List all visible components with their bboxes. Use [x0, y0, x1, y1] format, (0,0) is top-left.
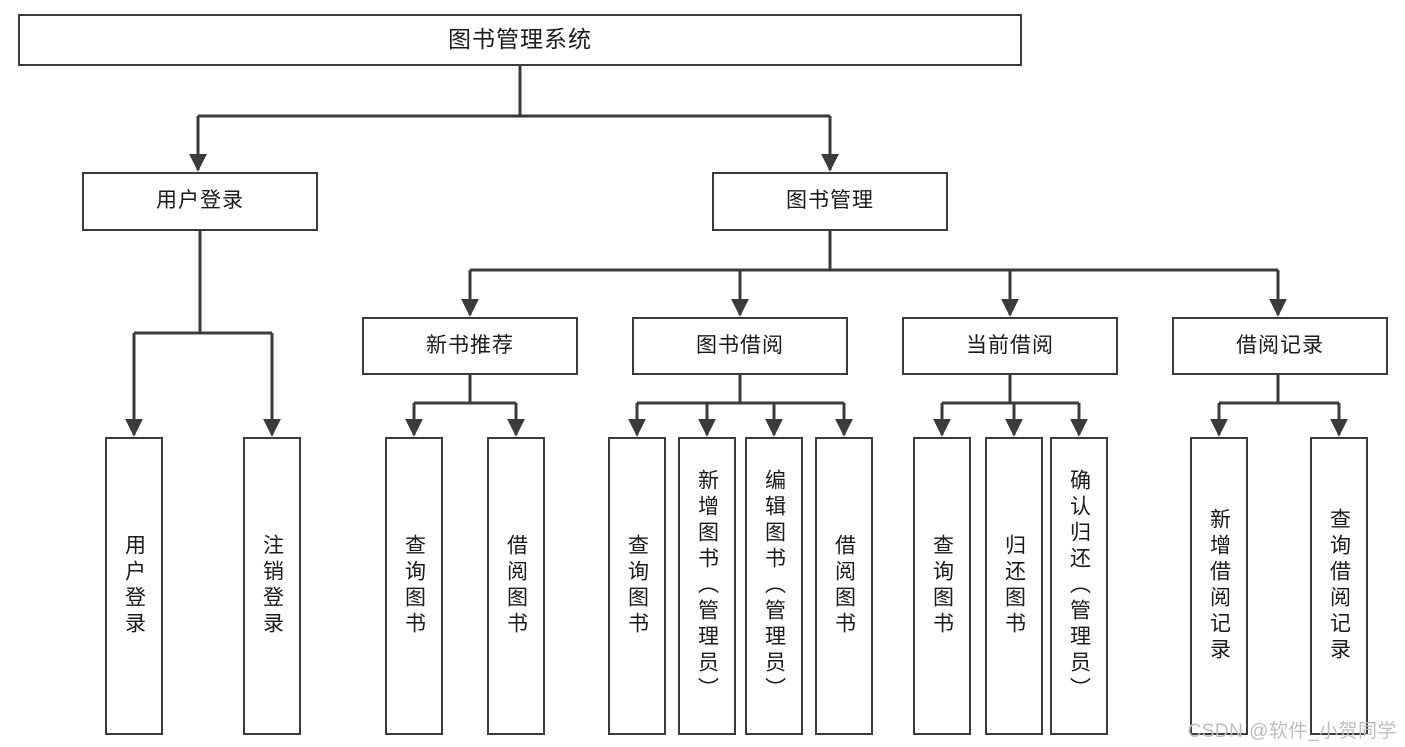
- node-borrow-records-label: 借阅记录: [1236, 333, 1324, 357]
- node-root-label: 图书管理系统: [448, 26, 592, 53]
- leaf-borrow-edit-book-admin-label: 编辑图书（管理员）: [762, 469, 786, 703]
- leaf-records-query-record[interactable]: 查询借阅记录: [1310, 437, 1368, 735]
- node-book-borrow-label: 图书借阅: [696, 333, 784, 357]
- leaf-current-confirm-return-admin-label: 确认归还（管理员）: [1067, 469, 1091, 703]
- leaf-current-confirm-return-admin[interactable]: 确认归还（管理员）: [1050, 437, 1108, 735]
- leaf-borrow-query-book-label: 查询图书: [625, 534, 649, 638]
- leaf-borrow-edit-book-admin[interactable]: 编辑图书（管理员）: [745, 437, 803, 735]
- leaf-newbook-borrow-book-label: 借阅图书: [504, 534, 528, 638]
- leaf-user-login[interactable]: 用户登录: [105, 437, 163, 735]
- leaf-user-logout[interactable]: 注销登录: [243, 437, 301, 735]
- node-book-management-label: 图书管理: [786, 189, 874, 213]
- node-user-login[interactable]: 用户登录: [82, 172, 318, 231]
- node-book-management[interactable]: 图书管理: [712, 172, 948, 231]
- node-current-borrow[interactable]: 当前借阅: [902, 317, 1118, 375]
- leaf-current-query-book[interactable]: 查询图书: [913, 437, 971, 735]
- leaf-user-login-label: 用户登录: [122, 534, 146, 638]
- node-new-book-recommend[interactable]: 新书推荐: [362, 317, 578, 375]
- leaf-current-return-book[interactable]: 归还图书: [985, 437, 1043, 735]
- leaf-user-logout-label: 注销登录: [260, 534, 284, 638]
- leaf-current-query-book-label: 查询图书: [930, 534, 954, 638]
- leaf-borrow-add-book-admin[interactable]: 新增图书（管理员）: [678, 437, 736, 735]
- leaf-borrow-borrow-book-label: 借阅图书: [832, 534, 856, 638]
- leaf-borrow-query-book[interactable]: 查询图书: [608, 437, 666, 735]
- leaf-records-add-record-label: 新增借阅记录: [1207, 508, 1231, 664]
- leaf-records-query-record-label: 查询借阅记录: [1327, 508, 1351, 664]
- leaf-current-return-book-label: 归还图书: [1002, 534, 1026, 638]
- node-book-borrow[interactable]: 图书借阅: [632, 317, 848, 375]
- leaf-newbook-borrow-book[interactable]: 借阅图书: [487, 437, 545, 735]
- leaf-newbook-query-book-label: 查询图书: [402, 534, 426, 638]
- node-current-borrow-label: 当前借阅: [966, 333, 1054, 357]
- node-root[interactable]: 图书管理系统: [18, 14, 1022, 66]
- leaf-newbook-query-book[interactable]: 查询图书: [385, 437, 443, 735]
- leaf-borrow-add-book-admin-label: 新增图书（管理员）: [695, 469, 719, 703]
- node-borrow-records[interactable]: 借阅记录: [1172, 317, 1388, 375]
- leaf-borrow-borrow-book[interactable]: 借阅图书: [815, 437, 873, 735]
- node-new-book-recommend-label: 新书推荐: [426, 333, 514, 357]
- watermark: CSDN @软件_小贺同学: [1187, 721, 1397, 742]
- node-user-login-label: 用户登录: [156, 189, 244, 213]
- leaf-records-add-record[interactable]: 新增借阅记录: [1190, 437, 1248, 735]
